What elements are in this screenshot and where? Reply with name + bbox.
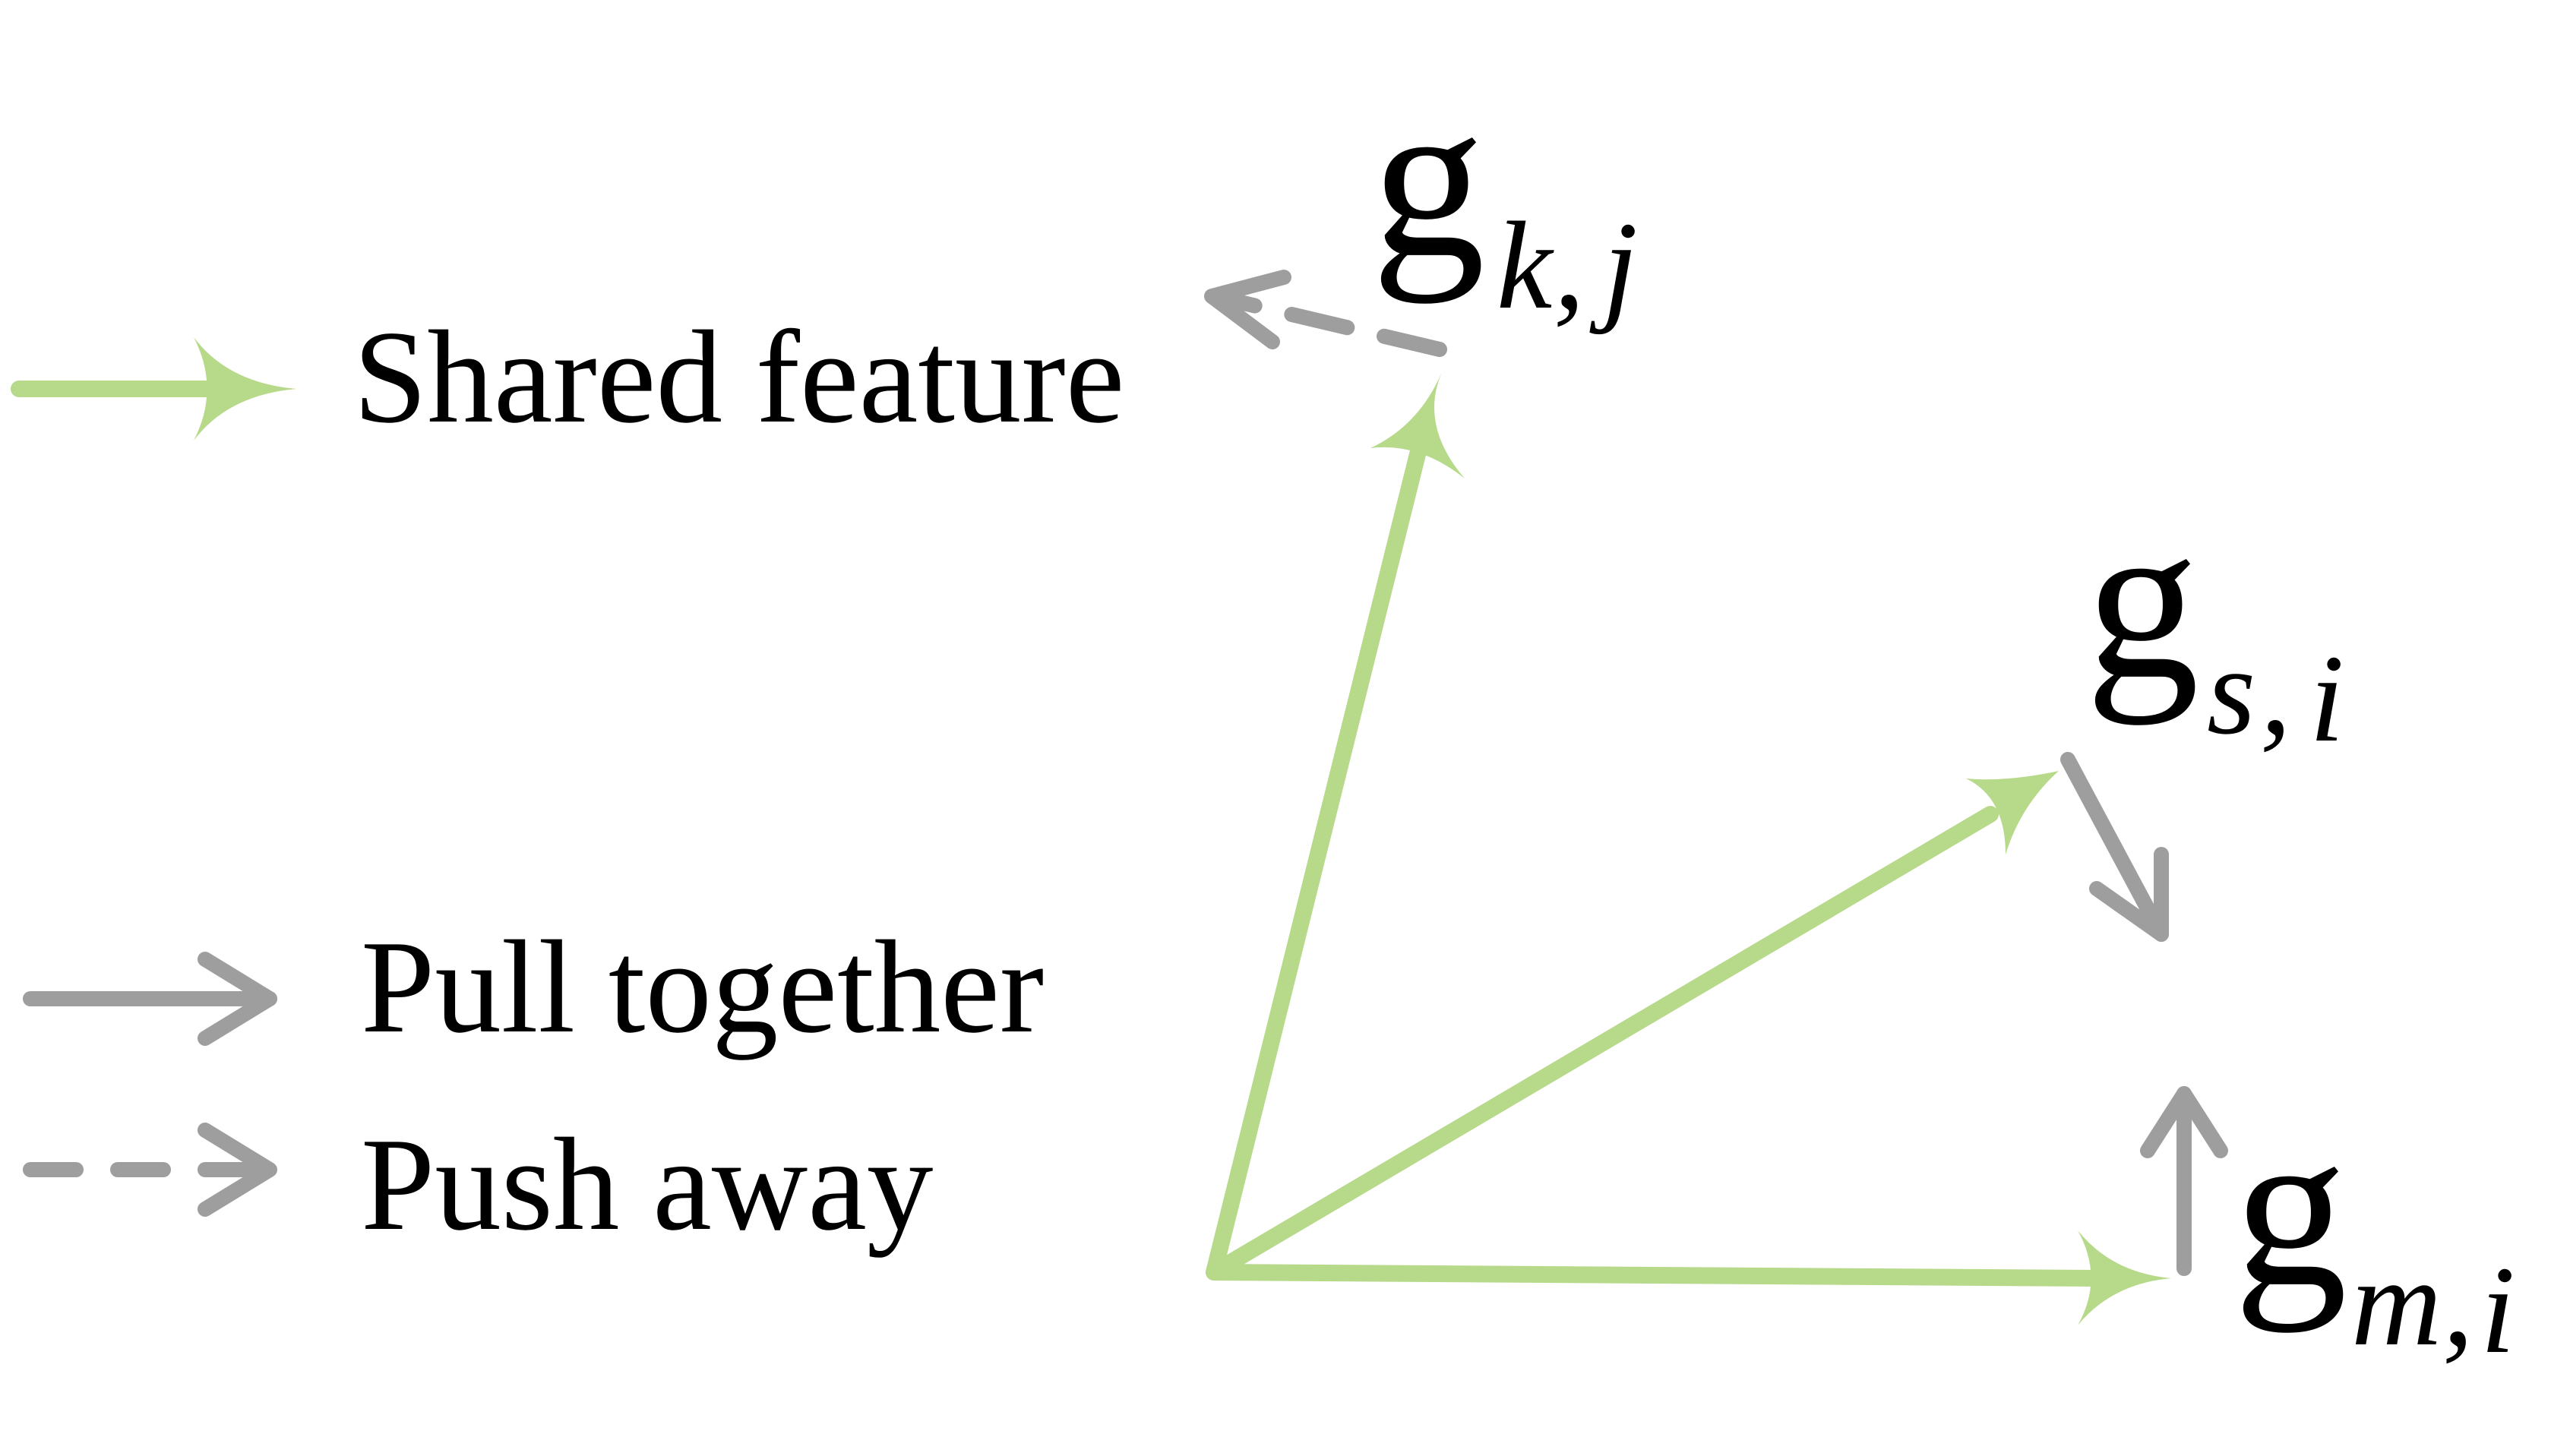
label-gs-separator: , (2260, 621, 2291, 760)
legend-shared-feature-arrow (11, 337, 296, 441)
label-gs-index-a: s (2207, 621, 2255, 760)
label-gs-index-b: i (2309, 629, 2344, 768)
label-gs-symbol: g (2085, 473, 2199, 726)
label-gk-index-a: k (1497, 196, 1554, 335)
label-gm-separator: , (2442, 1233, 2474, 1372)
vector-arrow-gs (1206, 771, 2059, 1281)
label-gm-index-a: m (2351, 1233, 2442, 1372)
shared-feature-vectors (1206, 372, 2171, 1325)
label-gk-j: g k , j (1371, 52, 1638, 335)
legend-shared-feature-label: Shared feature (353, 303, 1124, 450)
pull-together-arrow-gs (2060, 752, 2169, 942)
vector-arrow-gk (1206, 372, 1465, 1281)
legend-push-away-label: Push away (361, 1110, 933, 1258)
legend-pull-together-arrow (23, 952, 277, 1046)
legend: Shared feature Pull together Push away (11, 303, 1124, 1258)
label-gk-symbol: g (1371, 52, 1485, 305)
label-gm-i: g m , i (2233, 1081, 2515, 1379)
label-gm-symbol: g (2233, 1081, 2347, 1334)
vector-arrow-gm (1206, 1230, 2171, 1325)
legend-pull-together-label: Pull together (361, 913, 1044, 1060)
label-gs-i: g s , i (2085, 473, 2344, 768)
label-gk-index-b: j (1589, 196, 1638, 335)
pull-together-arrow-gm (2140, 1086, 2228, 1276)
push-away-arrow-gk (1204, 270, 1447, 357)
label-gm-index-b: i (2480, 1240, 2515, 1379)
legend-push-away-arrow (23, 1123, 281, 1217)
label-gk-separator: , (1554, 196, 1585, 335)
